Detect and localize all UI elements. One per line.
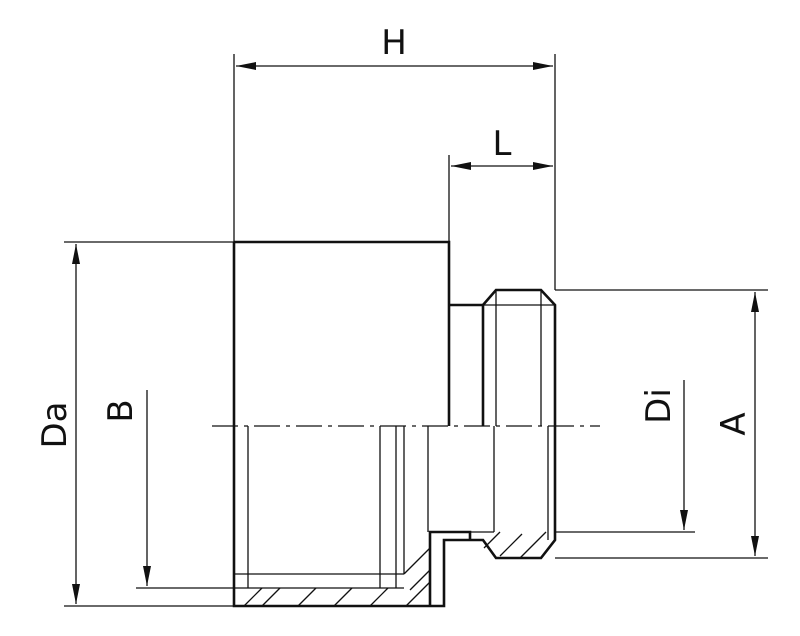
dimension-a-label: A bbox=[714, 412, 754, 435]
inner-bore-lines bbox=[234, 426, 494, 589]
dimension-b-label: B bbox=[101, 399, 141, 422]
dimension-h-label: H bbox=[381, 23, 407, 63]
dimension-l-label: L bbox=[493, 124, 512, 164]
dimension-h: H bbox=[233, 23, 556, 290]
spigot-thread-lines bbox=[483, 290, 555, 540]
fitting-body-outline bbox=[232, 240, 557, 608]
dimension-da-label: Da bbox=[35, 401, 75, 448]
dimension-b: B bbox=[101, 390, 234, 589]
dimension-di-label: Di bbox=[639, 388, 679, 424]
dimension-di: Di bbox=[555, 380, 695, 533]
section-hatching bbox=[243, 531, 547, 607]
dimension-a: A bbox=[555, 289, 768, 559]
dimension-da: Da bbox=[35, 241, 234, 607]
dimension-l: L bbox=[448, 124, 553, 242]
